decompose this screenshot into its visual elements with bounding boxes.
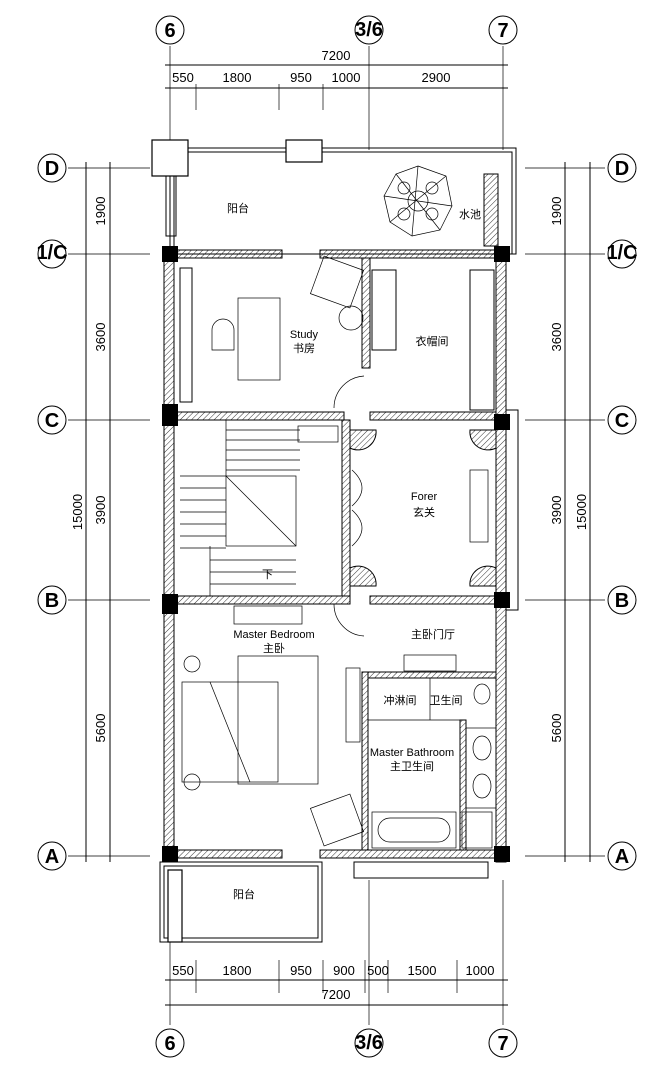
svg-text:7200: 7200: [322, 987, 351, 1002]
svg-text:1/C: 1/C: [606, 242, 637, 264]
svg-text:1/C: 1/C: [36, 242, 67, 264]
left-dimensions: 15000 1900 3600 3900 5600: [70, 162, 111, 862]
svg-text:B: B: [615, 590, 629, 612]
svg-text:950: 950: [290, 963, 312, 978]
svg-text:D: D: [615, 158, 629, 180]
svg-text:3900: 3900: [93, 496, 108, 525]
top-dimensions: 7200 550 1800 950 1000 2900: [165, 48, 508, 110]
bedroom-furniture: [181, 603, 365, 847]
svg-text:A: A: [615, 846, 629, 868]
svg-text:1500: 1500: [408, 963, 437, 978]
pool-label: 水池: [459, 208, 481, 221]
cloakroom-label: 衣帽间: [416, 334, 449, 348]
top-balcony: [151, 139, 517, 255]
svg-text:3600: 3600: [93, 323, 108, 352]
svg-text:D: D: [45, 158, 59, 180]
foyer-details: [297, 425, 497, 587]
axis-bubble-bottom-7: 7: [488, 1028, 518, 1058]
svg-text:15000: 15000: [70, 494, 85, 530]
svg-text:1000: 1000: [332, 70, 361, 85]
svg-text:2900: 2900: [422, 70, 451, 85]
axis-bubble-top-7: 7: [488, 15, 518, 45]
axis-bubble-top-6: 6: [155, 15, 185, 45]
svg-text:1000: 1000: [466, 963, 495, 978]
svg-text:1900: 1900: [93, 197, 108, 226]
pool-table-icon: [383, 165, 453, 237]
bathroom-fixtures: [368, 654, 497, 849]
exterior-walls: [162, 246, 519, 863]
svg-text:1800: 1800: [223, 70, 252, 85]
bottom-balcony: [159, 861, 489, 943]
svg-text:3/6: 3/6: [355, 19, 383, 41]
svg-text:3/6: 3/6: [355, 1032, 383, 1054]
balcony-top-label: 阳台: [227, 201, 249, 215]
axis-bubble-bottom-6: 6: [155, 1028, 185, 1058]
axis-bubble-bottom-3-6: 3/6: [354, 1028, 384, 1058]
svg-text:5600: 5600: [549, 714, 564, 743]
svg-text:500: 500: [367, 963, 389, 978]
foyer-label-en: Forer: [411, 491, 438, 503]
svg-text:6: 6: [164, 20, 175, 42]
interior-walls: [173, 257, 497, 851]
master-bedroom-label-cn: 主卧: [263, 642, 285, 655]
svg-text:1900: 1900: [549, 197, 564, 226]
svg-text:550: 550: [172, 963, 194, 978]
svg-text:B: B: [45, 590, 59, 612]
svg-text:550: 550: [172, 70, 194, 85]
staircase: 下: [180, 420, 300, 596]
study-label-en: Study: [290, 329, 319, 341]
svg-text:950: 950: [290, 70, 312, 85]
svg-text:C: C: [615, 410, 629, 432]
svg-text:7200: 7200: [322, 48, 351, 63]
axis-lines: [68, 46, 605, 1025]
svg-text:6: 6: [164, 1033, 175, 1055]
room-labels: 阳台 水池 Study 书房 衣帽间 Forer 玄关 Master Bedro…: [227, 201, 481, 901]
axis-bubbles-left: D 1/C C B A: [36, 153, 68, 871]
svg-text:A: A: [45, 846, 59, 868]
svg-text:3600: 3600: [549, 323, 564, 352]
svg-text:C: C: [45, 410, 59, 432]
svg-text:3900: 3900: [549, 496, 564, 525]
foyer-label-cn: 玄关: [413, 505, 435, 519]
toilet-label: 卫生间: [430, 693, 463, 707]
svg-text:1800: 1800: [223, 963, 252, 978]
svg-text:5600: 5600: [93, 714, 108, 743]
svg-text:7: 7: [497, 1033, 508, 1055]
master-bath-label-cn: 主卫生间: [390, 759, 434, 773]
balcony-bottom-label: 阳台: [233, 887, 255, 901]
right-dimensions: 15000 1900 3600 3900 5600: [549, 162, 591, 862]
svg-text:900: 900: [333, 963, 355, 978]
shower-label: 冲淋间: [384, 693, 417, 707]
study-label-cn: 书房: [293, 342, 315, 355]
bottom-dimensions: 550 1800 950 900 500 1500 1000 7200: [165, 960, 508, 1006]
bedroom-hall-label: 主卧门厅: [411, 627, 455, 641]
axis-bubbles-right: D 1/C C B A: [606, 153, 638, 871]
master-bedroom-label-en: Master Bedroom: [233, 629, 314, 641]
master-bath-label-en: Master Bathroom: [370, 747, 454, 759]
svg-text:15000: 15000: [574, 494, 589, 530]
axis-bubble-top-3-6: 3/6: [354, 15, 384, 45]
stair-down-label: 下: [262, 569, 273, 581]
svg-text:7: 7: [497, 20, 508, 42]
study-furniture: [211, 255, 365, 409]
